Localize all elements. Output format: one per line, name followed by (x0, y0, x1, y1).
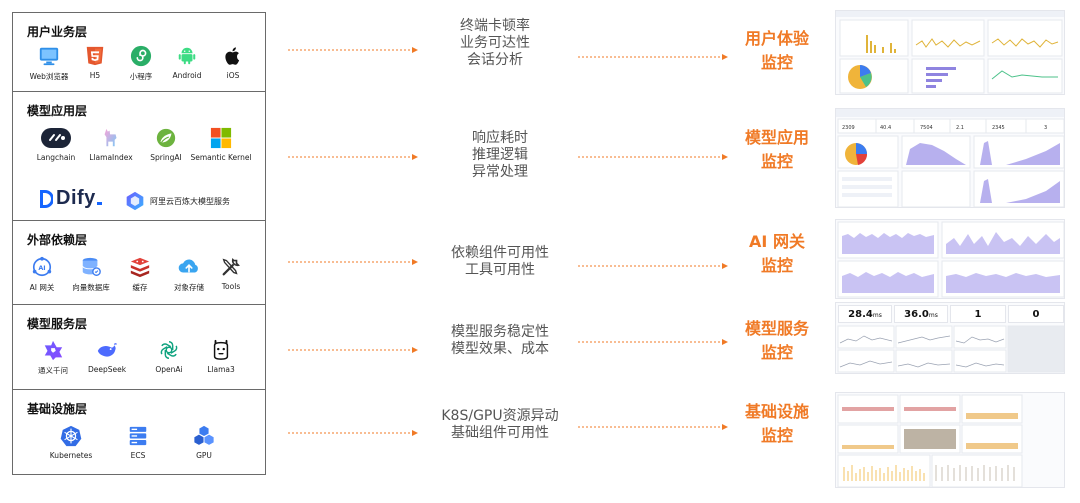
arrow-to-metrics-3 (288, 259, 418, 265)
item-android: Android (155, 45, 219, 80)
layer-title: 模型应用层 (27, 104, 88, 118)
dify-logo: Dify (39, 187, 102, 210)
cache-icon (130, 257, 150, 278)
layer-model-service: 模型服务层 通义千问 DeepSeek OpenAi Llama3 (13, 305, 265, 390)
svg-text:2.1: 2.1 (956, 125, 964, 131)
arrow-to-metrics-4 (288, 347, 418, 353)
monitor-model-application: 模型应用 监控 (744, 128, 809, 171)
metrics-model-application: 响应耗时 推理逻辑 异常处理 (472, 130, 528, 180)
springai-icon (156, 128, 176, 148)
ai-gateway-icon: AI (32, 256, 52, 277)
metrics-user-experience: 终端卡顿率 业务可达性 会话分析 (460, 18, 530, 68)
dashboard-model-application: 2309 40.4 7504 2.1 2345 3 (835, 108, 1065, 208)
item-ai-gateway: AI AI 网关 (10, 256, 74, 293)
svg-text:AI: AI (38, 264, 45, 272)
layer-external-dependency: 外部依赖层 AI AI 网关 向量数据库 缓存 对象存储 Tools (13, 221, 265, 305)
dashboard-ai-gateway-graphic (837, 221, 1064, 298)
stat-box-2: 36.0ms (894, 305, 948, 323)
dashboard-ai-gateway (835, 219, 1065, 299)
dashboard-model-service: 28.4ms 36.0ms 1 0 (835, 302, 1065, 374)
svg-text:7504: 7504 (920, 125, 933, 131)
item-deepseek: DeepSeek (75, 339, 139, 374)
layer-title: 用户业务层 (27, 25, 88, 39)
langchain-icon (41, 128, 71, 148)
semantic-kernel-icon (210, 127, 232, 149)
deepseek-icon (97, 343, 117, 357)
item-openai: OpenAi (137, 339, 201, 374)
item-ecs: ECS (106, 425, 170, 460)
item-h5: H5 (63, 45, 127, 80)
apple-icon (225, 47, 240, 65)
layer-title: 模型服务层 (27, 317, 88, 331)
svg-text:2309: 2309 (842, 125, 855, 131)
dashboard-model-application-graphic: 2309 40.4 7504 2.1 2345 3 (836, 109, 1064, 207)
item-cache: 缓存 (108, 256, 172, 293)
dashboard-infrastructure-graphic (837, 394, 1023, 487)
item-object-storage: 对象存储 (157, 256, 221, 293)
qwen-icon (44, 340, 63, 361)
stat-box-4: 0 (1008, 305, 1064, 323)
stat-box-1: 28.4ms (838, 305, 892, 323)
arrow-to-metrics-5 (288, 430, 418, 436)
server-icon (129, 426, 147, 446)
arrow-to-metrics-1 (288, 47, 418, 53)
dashboard-user-experience-graphic (836, 11, 1064, 94)
monitor-infrastructure: 基础设施 监控 (744, 402, 809, 445)
mini-program-icon (130, 45, 152, 67)
tools-icon (222, 258, 240, 276)
item-springai: SpringAI (134, 127, 198, 162)
item-ios: iOS (201, 45, 265, 80)
layer-user-business: 用户业务层 Web浏览器 H5 小程序 Android iOS (13, 13, 265, 92)
item-kubernetes: Kubernetes (39, 425, 103, 460)
arrow-to-monitor-3 (578, 263, 728, 269)
item-vector-db: 向量数据库 (59, 256, 123, 293)
monitor-icon (39, 47, 59, 66)
arrow-to-monitor-2 (578, 154, 728, 160)
svg-text:40.4: 40.4 (880, 125, 891, 131)
svg-text:2345: 2345 (992, 125, 1005, 131)
dashboard-model-service-graphic (837, 325, 1064, 373)
item-langchain: Langchain (24, 127, 88, 162)
monitor-ai-gateway: AI 网关 监控 (749, 232, 805, 275)
layer-infrastructure: 基础设施层 Kubernetes ECS GPU (13, 390, 265, 474)
monitor-user-experience: 用户体验 监控 (744, 29, 809, 72)
layer-title: 外部依赖层 (27, 233, 88, 247)
bailian-icon (126, 191, 144, 211)
arrow-to-monitor-4 (578, 339, 728, 345)
item-mini-program: 小程序 (109, 45, 173, 82)
architecture-stack: 用户业务层 Web浏览器 H5 小程序 Android iOS 模型应用层 La… (12, 12, 266, 475)
arrow-to-monitor-5 (578, 424, 728, 430)
layer-model-application: 模型应用层 Langchain LlamaIndex SpringAI Sema… (13, 92, 265, 221)
object-storage-icon (178, 259, 198, 273)
item-llamaindex: LlamaIndex (79, 127, 143, 162)
item-gpu: GPU (172, 425, 236, 460)
gpu-icon (194, 425, 214, 445)
svg-text:3: 3 (1044, 125, 1047, 131)
item-web-browser: Web浏览器 (17, 45, 81, 82)
llamaindex-icon (104, 128, 117, 147)
metrics-infrastructure: K8S/GPU资源异动 基础组件可用性 (441, 408, 559, 441)
item-semantic-kernel: Semantic Kernel (189, 127, 253, 162)
layer-title: 基础设施层 (27, 402, 88, 416)
monitor-model-service: 模型服务 监控 (744, 319, 809, 362)
metrics-ai-gateway: 依赖组件可用性 工具可用性 (451, 245, 549, 278)
kubernetes-icon (60, 425, 82, 447)
item-tools: Tools (199, 256, 263, 291)
vector-db-icon (82, 257, 101, 276)
openai-icon (160, 341, 178, 359)
bailian-logo: 阿里云百炼大模型服务 (125, 191, 230, 211)
item-llama3: Llama3 (189, 339, 253, 374)
llama-icon (213, 339, 229, 360)
stat-box-3: 1 (950, 305, 1006, 323)
item-qwen: 通义千问 (21, 339, 85, 376)
dashboard-infrastructure (835, 392, 1065, 488)
dify-logo-icon (40, 189, 53, 208)
dashboard-user-experience (835, 10, 1065, 95)
dify-dot (96, 202, 102, 205)
arrow-to-metrics-2 (288, 154, 418, 160)
html5-icon (86, 46, 104, 66)
arrow-to-monitor-1 (578, 54, 728, 60)
metrics-model-service: 模型服务稳定性 模型效果、成本 (451, 324, 549, 357)
android-icon (178, 47, 196, 65)
